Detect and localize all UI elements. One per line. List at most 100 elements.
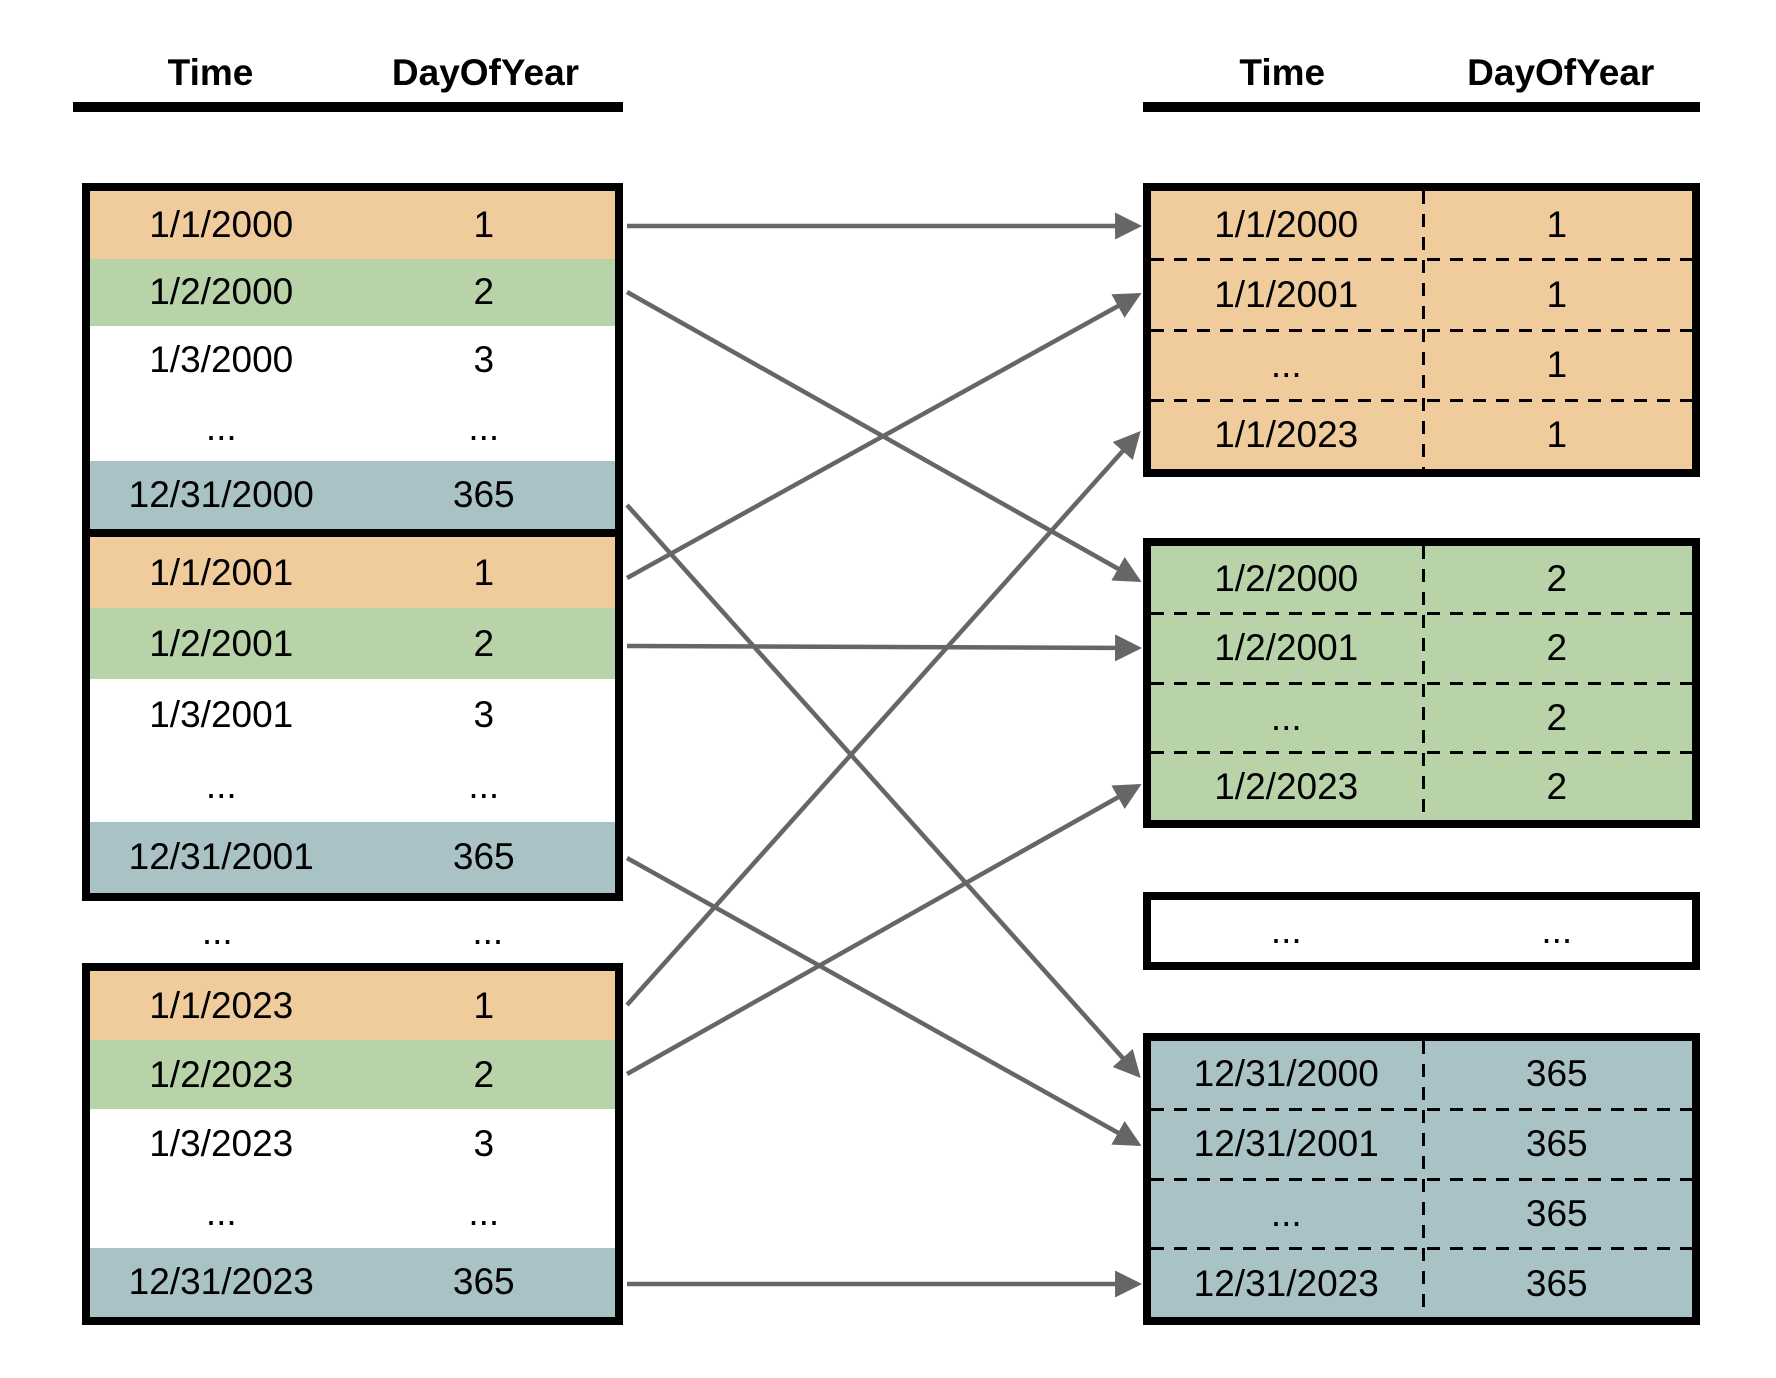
table-row: 12/31/2000 365 (1151, 1041, 1692, 1108)
day-cell: 2 (1546, 558, 1568, 600)
table-row: 12/31/2001 365 (90, 821, 615, 894)
row-divider-dashed (1151, 612, 1692, 616)
day-cell: 365 (452, 474, 515, 516)
time-cell: 1/3/2001 (149, 694, 294, 735)
table-row: 12/31/2000 365 (90, 461, 615, 529)
day-cell: 3 (473, 338, 495, 380)
mapping-arrow-2 (625, 290, 1142, 582)
row-divider-dashed (1151, 1107, 1692, 1111)
right-header-dayofyear: DayOfYear (1467, 52, 1655, 93)
time-cell: 1/1/2001 (149, 551, 294, 593)
row-divider-dashed (1151, 328, 1692, 332)
table-row-ellipsis: ... ... (1151, 900, 1692, 962)
column-divider-dashed (1421, 1041, 1425, 1317)
left-table-header: Time DayOfYear (73, 36, 623, 112)
day-cell: 1 (1546, 203, 1568, 245)
table-row: 1/2/2023 2 (1151, 754, 1692, 820)
row-divider-dashed (1151, 398, 1692, 402)
day-cell: 365 (1525, 1123, 1588, 1165)
day-cell: 2 (1546, 696, 1568, 738)
row-divider-dashed (1151, 258, 1692, 262)
time-cell: 1/3/2000 (149, 338, 294, 380)
day-cell: 365 (452, 836, 515, 878)
left-header-time: Time (167, 52, 254, 93)
table-row: 1/1/2023 1 (1151, 402, 1692, 469)
row-divider-dashed (1151, 750, 1692, 754)
day-cell: 1 (473, 551, 495, 593)
day-cell: 2 (473, 622, 495, 664)
time-cell: 1/2/2001 (149, 622, 294, 664)
table-row-ellipsis: ... 1 (1151, 332, 1692, 399)
table-row: 1/1/2000 1 (1151, 191, 1692, 258)
table-row: 1/2/2001 2 (1151, 615, 1692, 681)
day-cell: 1 (1546, 344, 1568, 386)
day-cell: 3 (473, 1123, 495, 1164)
left-ellipsis-row: ... ... (82, 901, 623, 963)
table-row: 1/1/2001 1 (90, 537, 615, 609)
day-cell: 2 (1546, 627, 1568, 669)
time-cell: ... (205, 765, 237, 807)
left-header-dayofyear: DayOfYear (391, 52, 580, 93)
time-cell: 1/2/2023 (1214, 765, 1359, 807)
time-cell: 1/2/2000 (149, 271, 294, 313)
time-cell: 1/2/2001 (1214, 627, 1359, 669)
row-divider-dashed (1151, 1247, 1692, 1251)
row-divider-dashed (1151, 681, 1692, 685)
table-row-ellipsis: ... ... (90, 750, 615, 822)
day-cell: ... (472, 911, 504, 952)
table-row-ellipsis: ... ... (90, 1178, 615, 1248)
time-cell: ... (201, 911, 233, 952)
column-divider-dashed (1421, 546, 1425, 820)
time-cell: 1/1/2000 (1214, 203, 1359, 245)
time-cell: 1/1/2001 (1214, 273, 1359, 315)
table-row-ellipsis: ... ... (90, 393, 615, 462)
right-group-day1-block: 1/1/2000 1 1/1/2001 1 ... 1 1/1/2023 1 (1143, 183, 1700, 477)
day-cell: 2 (1546, 765, 1568, 807)
time-cell: 12/31/2000 (128, 474, 314, 516)
time-cell: 1/1/2023 (1214, 414, 1359, 456)
mapping-arrow-8 (625, 784, 1142, 1076)
table-row: 1/1/2023 1 (90, 971, 615, 1041)
day-cell: 365 (452, 1261, 515, 1303)
time-cell: ... (1270, 1192, 1302, 1234)
day-cell: 1 (473, 984, 495, 1026)
time-cell: 12/31/2001 (128, 836, 314, 878)
table-row: 1/3/2001 3 (90, 679, 615, 751)
time-cell: 1/1/2000 (149, 203, 294, 245)
day-cell: ... (468, 765, 500, 807)
mapping-arrow-4 (625, 293, 1142, 580)
table-row: 1/1/2000 1 (90, 191, 615, 259)
day-cell: 365 (1525, 1053, 1588, 1095)
time-cell: 12/31/2000 (1193, 1053, 1379, 1095)
time-cell: ... (1270, 696, 1302, 738)
day-cell: 1 (1546, 414, 1568, 456)
left-table-2000-block: 1/1/2000 1 1/2/2000 2 1/3/2000 3 ... ...… (82, 183, 623, 537)
day-cell: 3 (473, 694, 495, 735)
table-row: 1/2/2001 2 (90, 608, 615, 680)
mapping-arrow-5 (626, 634, 1143, 662)
table-row: 1/3/2023 3 (90, 1109, 615, 1179)
right-group-ellipsis-block: ... ... (1143, 892, 1700, 970)
time-cell: 12/31/2023 (128, 1261, 314, 1303)
time-cell: 1/2/2000 (1214, 558, 1359, 600)
day-cell: 1 (473, 203, 495, 245)
day-cell: 365 (1525, 1192, 1588, 1234)
table-row: 12/31/2001 365 (1151, 1111, 1692, 1178)
time-cell: 1/1/2023 (149, 984, 294, 1026)
left-table-2001-block: 1/1/2001 1 1/2/2001 2 1/3/2001 3 ... ...… (82, 529, 623, 901)
time-cell: 1/3/2023 (149, 1123, 294, 1164)
time-cell: ... (205, 1192, 237, 1234)
table-row: 1/2/2000 2 (1151, 546, 1692, 612)
time-cell: ... (1270, 910, 1302, 951)
right-group-day2-block: 1/2/2000 2 1/2/2001 2 ... 2 1/2/2023 2 (1143, 538, 1700, 828)
right-group-day365-block: 12/31/2000 365 12/31/2001 365 ... 365 12… (1143, 1033, 1700, 1325)
day-cell: ... (1541, 910, 1573, 951)
time-cell: ... (1270, 344, 1302, 386)
day-cell: 2 (473, 271, 495, 313)
table-row-ellipsis: ... 365 (1151, 1181, 1692, 1248)
column-divider-dashed (1421, 191, 1425, 469)
day-cell: ... (468, 406, 500, 448)
time-cell: 1/2/2023 (149, 1053, 294, 1095)
table-row: 1/2/2023 2 (90, 1040, 615, 1110)
day-cell: 1 (1546, 273, 1568, 315)
